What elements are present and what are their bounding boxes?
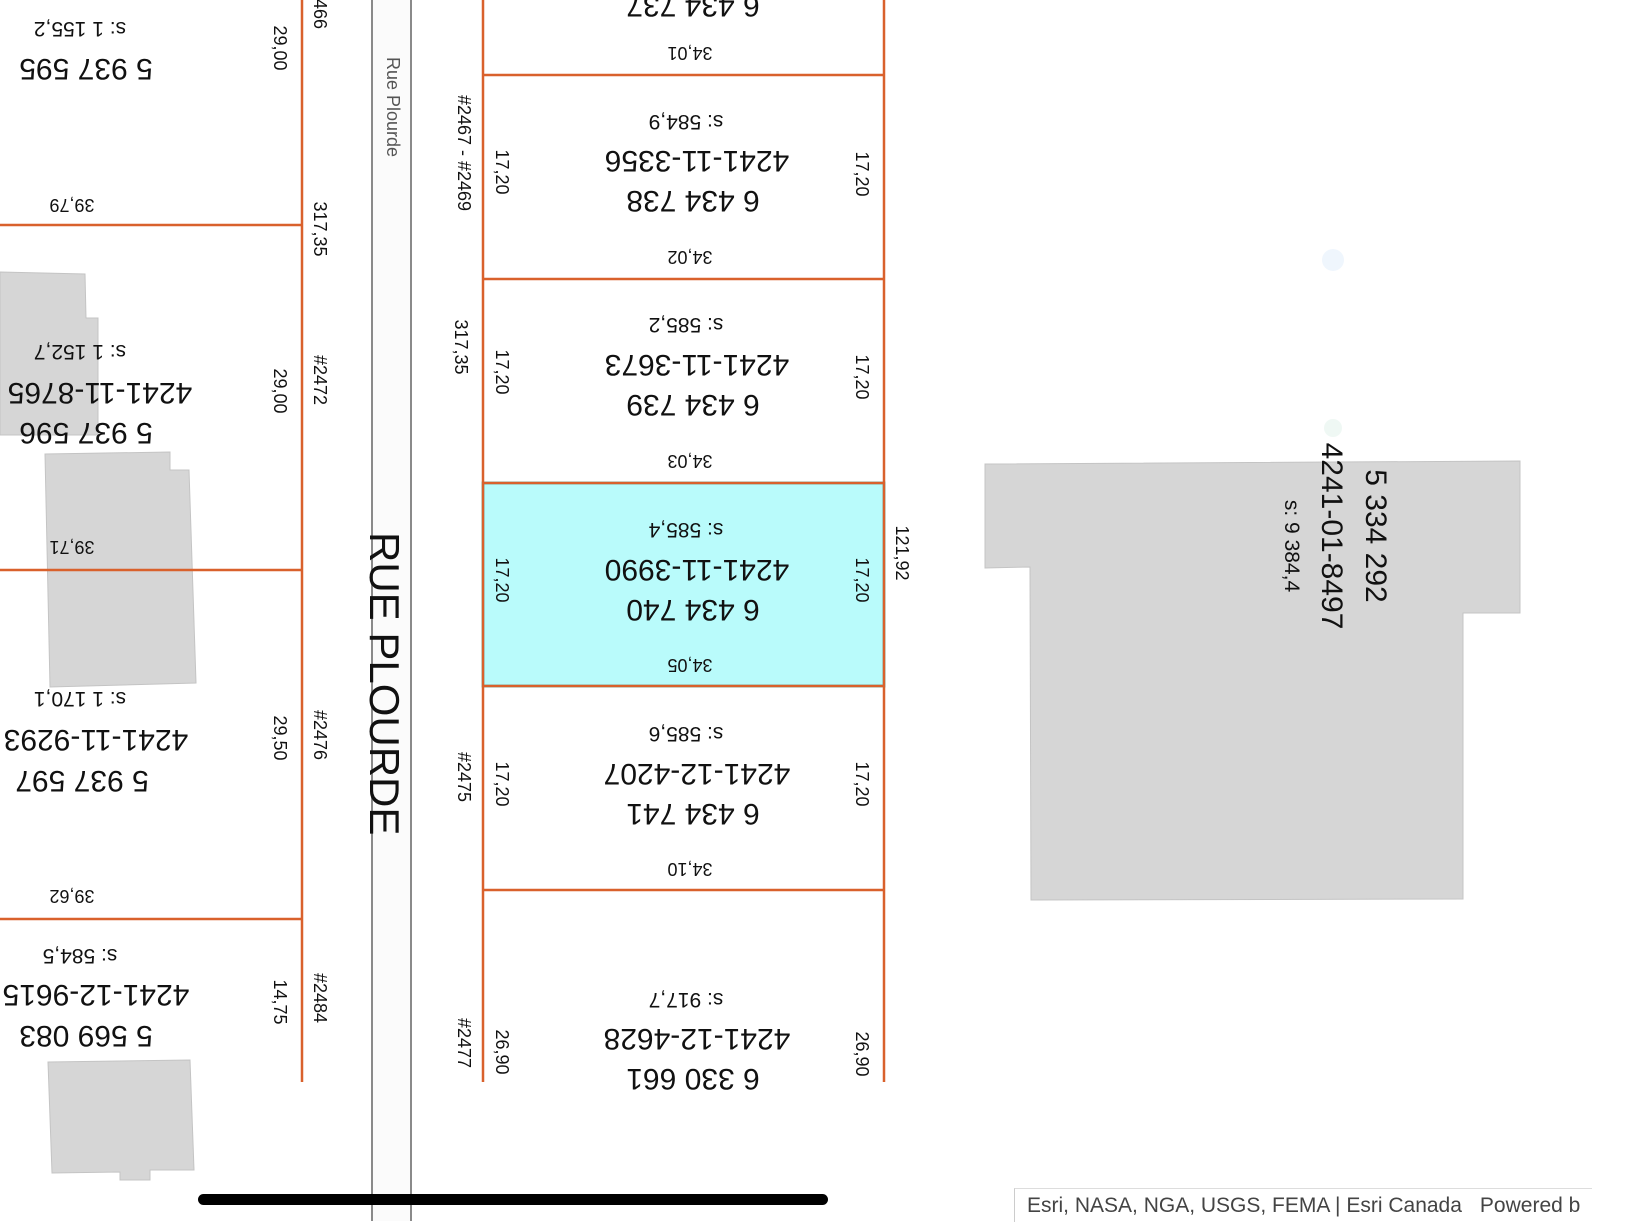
attribution-powered-by[interactable]: Powered b xyxy=(1479,1194,1581,1217)
address-label: 466 xyxy=(310,0,330,29)
lot-back: 17,20 xyxy=(852,151,872,196)
lot-pid: 4241-01-8497 xyxy=(1315,443,1348,630)
address-label: #2472 xyxy=(310,355,330,405)
selected-parcel-highlight[interactable] xyxy=(481,481,886,688)
home-indicator xyxy=(198,1194,828,1205)
lot-number: 6 434 740 xyxy=(626,593,759,626)
lot-front: 17,20 xyxy=(492,149,512,194)
lot-number: 6 434 739 xyxy=(626,388,759,421)
lot-area: s: 1 170,1 xyxy=(34,687,126,710)
lot-depth: 34,10 xyxy=(667,859,712,879)
faint-marker-icon xyxy=(1322,249,1344,437)
parcel-5937595[interactable]: s: 1 155,2 5 937 595 39,79 29,00 xyxy=(19,17,290,215)
lot-front: 17,20 xyxy=(492,349,512,394)
lot-number: 6 434 738 xyxy=(626,184,759,217)
rear-total-label: 121,92 xyxy=(892,525,912,580)
parcel-6434741[interactable]: s: 585,6 4241-12-4207 6 434 741 34,10 17… xyxy=(492,722,872,879)
lot-pid: 4241-11-3990 xyxy=(605,553,790,586)
address-label: #2484 xyxy=(310,973,330,1023)
parcel-6434740-selected[interactable]: s: 585,4 4241-11-3990 6 434 740 34,05 17… xyxy=(492,518,872,675)
map-attribution[interactable]: Esri, NASA, NGA, USGS, FEMA | Esri Canad… xyxy=(1014,1188,1593,1222)
address-label: #2477 xyxy=(454,1018,474,1068)
lot-number: 6 434 741 xyxy=(626,797,759,830)
front-total-label: 317,35 xyxy=(451,319,471,374)
lot-number: 5 937 595 xyxy=(19,52,152,85)
lot-area: s: 585,4 xyxy=(648,518,723,541)
lot-depth: 34,03 xyxy=(667,451,712,471)
lot-back: 17,20 xyxy=(852,761,872,806)
road-label-large: RUE PLOURDE xyxy=(361,532,408,835)
lot-area: s: 9 384,4 xyxy=(1280,500,1303,593)
building-left-3 xyxy=(47,1059,195,1181)
lot-area: s: 585,2 xyxy=(649,313,724,336)
address-label: #2475 xyxy=(454,752,474,802)
lot-back: 26,90 xyxy=(852,1031,872,1076)
road-surface xyxy=(372,0,411,1221)
lot-pid: 4241-12-9615 xyxy=(3,978,190,1011)
buildings xyxy=(0,271,1521,1181)
lot-depth: 34,02 xyxy=(667,247,712,267)
lot-pid: 4241-11-8765 xyxy=(8,376,193,409)
address-label: #2476 xyxy=(310,710,330,760)
lot-back: 17,20 xyxy=(852,557,872,602)
lot-depth: 39,62 xyxy=(49,886,94,906)
lot-lines xyxy=(0,0,886,1082)
lot-pid: 4241-11-3673 xyxy=(605,348,790,381)
lot-area: s: 584,9 xyxy=(649,110,724,133)
front-total-label: 317,35 xyxy=(310,201,330,256)
lot-area: s: 585,6 xyxy=(649,722,724,745)
lot-number: 5 334 292 xyxy=(1359,469,1392,602)
lot-front: 17,20 xyxy=(492,557,512,602)
lot-front: 29,50 xyxy=(270,715,290,760)
building-large xyxy=(984,460,1521,901)
address-label: #2467 - #2469 xyxy=(454,95,474,211)
parcel-6434738[interactable]: s: 584,9 4241-11-3356 6 434 738 34,02 17… xyxy=(492,110,872,267)
lot-number: 6 330 661 xyxy=(626,1062,759,1095)
lot-depth: 34,05 xyxy=(667,655,712,675)
parcel-5937597[interactable]: s: 1 170,1 4241-11-9293 5 937 597 39,62 … xyxy=(4,687,290,906)
parcel-6434737[interactable]: 6 434 737 34,01 xyxy=(626,0,759,63)
lot-pid: 4241-12-4207 xyxy=(604,757,791,790)
lot-depth: 34,01 xyxy=(667,43,712,63)
lot-area: s: 917,7 xyxy=(649,988,724,1011)
parcel-6434739[interactable]: s: 585,2 4241-11-3673 6 434 739 34,03 17… xyxy=(492,313,872,471)
parcel-6330661[interactable]: s: 917,7 4241-12-4628 6 330 661 26,90 26… xyxy=(492,988,872,1095)
right-addresses: #2467 - #2469 #2475 #2477 317,35 121,92 xyxy=(451,95,912,1068)
lot-area: s: 1 155,2 xyxy=(34,17,126,40)
lot-front: 26,90 xyxy=(492,1029,512,1074)
lot-front: 17,20 xyxy=(492,761,512,806)
parcel-5937596[interactable]: s: 1 152,7 4241-11-8765 5 937 596 39,71 … xyxy=(8,340,290,557)
lot-number: 5 569 083 xyxy=(19,1019,152,1052)
road-label-small: Rue Plourde xyxy=(383,57,403,157)
parcel-5569083[interactable]: s: 584,5 4241-12-9615 5 569 083 14,75 xyxy=(3,944,290,1052)
lot-front: 14,75 xyxy=(270,979,290,1024)
lot-pid: 4241-11-9293 xyxy=(4,723,189,756)
lot-number: 5 937 597 xyxy=(15,764,148,797)
lot-area: s: 584,5 xyxy=(43,944,118,967)
parcel-5334292[interactable]: 5 334 292 4241-01-8497 s: 9 384,4 xyxy=(1280,443,1392,630)
left-addresses: 466 #2472 #2476 #2484 317,35 xyxy=(310,0,330,1023)
lot-front: 29,00 xyxy=(270,25,290,70)
lot-depth: 39,79 xyxy=(49,195,94,215)
lot-front: 29,00 xyxy=(270,368,290,413)
lot-pid: 4241-12-4628 xyxy=(604,1022,791,1055)
lot-area: s: 1 152,7 xyxy=(34,340,126,363)
building-left-1 xyxy=(0,271,99,436)
attribution-sources: Esri, NASA, NGA, USGS, FEMA | Esri Canad… xyxy=(1027,1194,1462,1217)
lot-back: 17,20 xyxy=(852,354,872,399)
road-rue-plourde: Rue Plourde RUE PLOURDE xyxy=(361,0,412,1221)
lot-number: 6 434 737 xyxy=(626,0,759,22)
lot-depth: 39,71 xyxy=(49,537,94,557)
lot-number: 5 937 596 xyxy=(19,416,152,449)
lot-pid: 4241-11-3356 xyxy=(605,144,790,177)
